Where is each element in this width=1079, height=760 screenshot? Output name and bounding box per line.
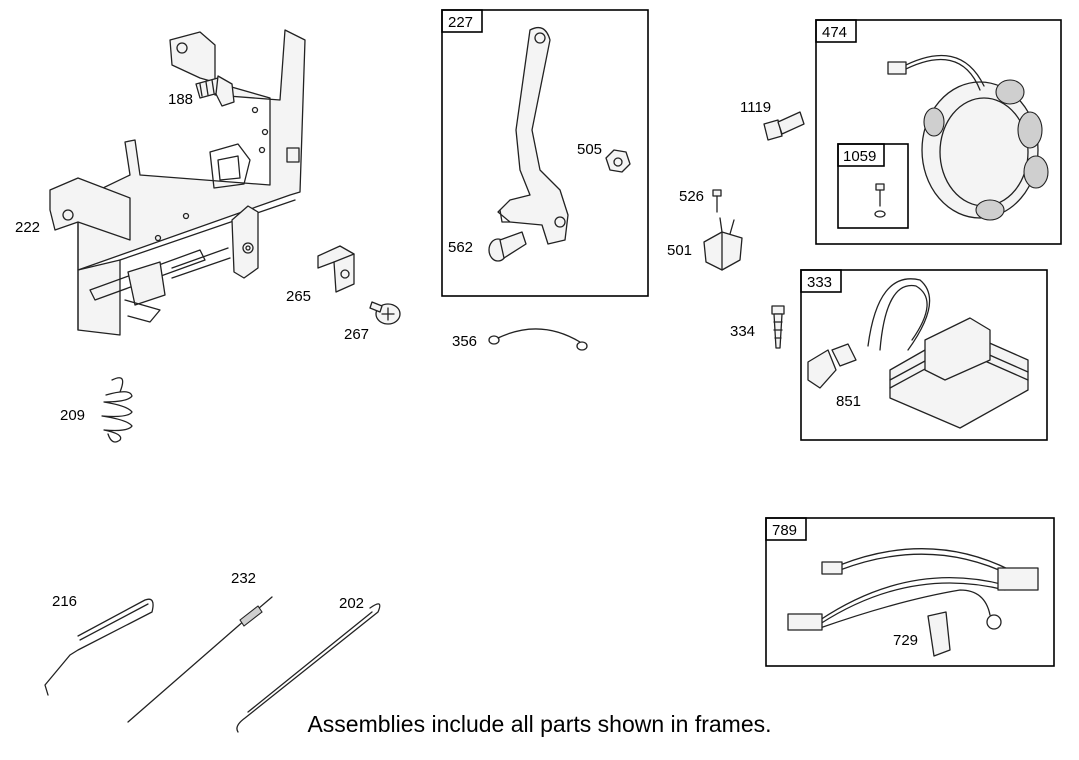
part-209-label: 209 bbox=[60, 407, 85, 424]
frame-789-label: 789 bbox=[772, 522, 797, 539]
part-265-label: 265 bbox=[286, 288, 311, 305]
footer-note: Assemblies include all parts shown in fr… bbox=[307, 711, 772, 737]
part-851-label: 851 bbox=[836, 393, 861, 410]
alternator-drawing bbox=[887, 54, 1049, 221]
part-505-label: 505 bbox=[577, 141, 602, 158]
part-222-label: 222 bbox=[15, 219, 40, 236]
throttle-lever-drawing bbox=[497, 26, 569, 245]
frame-1059-label: 1059 bbox=[843, 148, 876, 165]
wire-harness-drawing bbox=[787, 548, 1039, 657]
part-501-label: 501 bbox=[667, 242, 692, 259]
spring-356-drawing bbox=[488, 328, 588, 351]
bolt-1119-drawing bbox=[763, 111, 805, 141]
rod-202-drawing bbox=[236, 603, 381, 733]
armature-drawing bbox=[807, 278, 1029, 429]
part-232-label: 232 bbox=[231, 570, 256, 587]
frame-333-label: 333 bbox=[807, 274, 832, 291]
part-202-label: 202 bbox=[339, 595, 364, 612]
part-216-label: 216 bbox=[52, 593, 77, 610]
frame-227-label: 227 bbox=[448, 14, 473, 31]
spring-209-drawing bbox=[101, 377, 133, 443]
bolt-334-drawing bbox=[771, 305, 785, 349]
rod-216-drawing bbox=[44, 598, 154, 696]
bolt-188-drawing bbox=[195, 75, 235, 107]
part-267-label: 267 bbox=[344, 326, 369, 343]
screw-267-drawing bbox=[369, 301, 401, 325]
nut-505-drawing bbox=[605, 149, 631, 173]
pin-562-drawing bbox=[488, 231, 527, 262]
part-188-label: 188 bbox=[168, 91, 193, 108]
screw-1059-drawing bbox=[874, 183, 886, 218]
part-1119-label: 1119 bbox=[740, 99, 771, 116]
control-bracket-drawing bbox=[49, 29, 306, 336]
part-729-label: 729 bbox=[893, 632, 918, 649]
part-562-label: 562 bbox=[448, 239, 473, 256]
part-526-label: 526 bbox=[679, 188, 704, 205]
part-356-label: 356 bbox=[452, 333, 477, 350]
part-334-label: 334 bbox=[730, 323, 755, 340]
screw-526-drawing bbox=[712, 189, 722, 213]
cable-232-drawing bbox=[127, 596, 273, 723]
bracket-265-drawing bbox=[317, 245, 355, 293]
frame-474-label: 474 bbox=[822, 24, 847, 41]
module-501-drawing bbox=[703, 217, 743, 271]
